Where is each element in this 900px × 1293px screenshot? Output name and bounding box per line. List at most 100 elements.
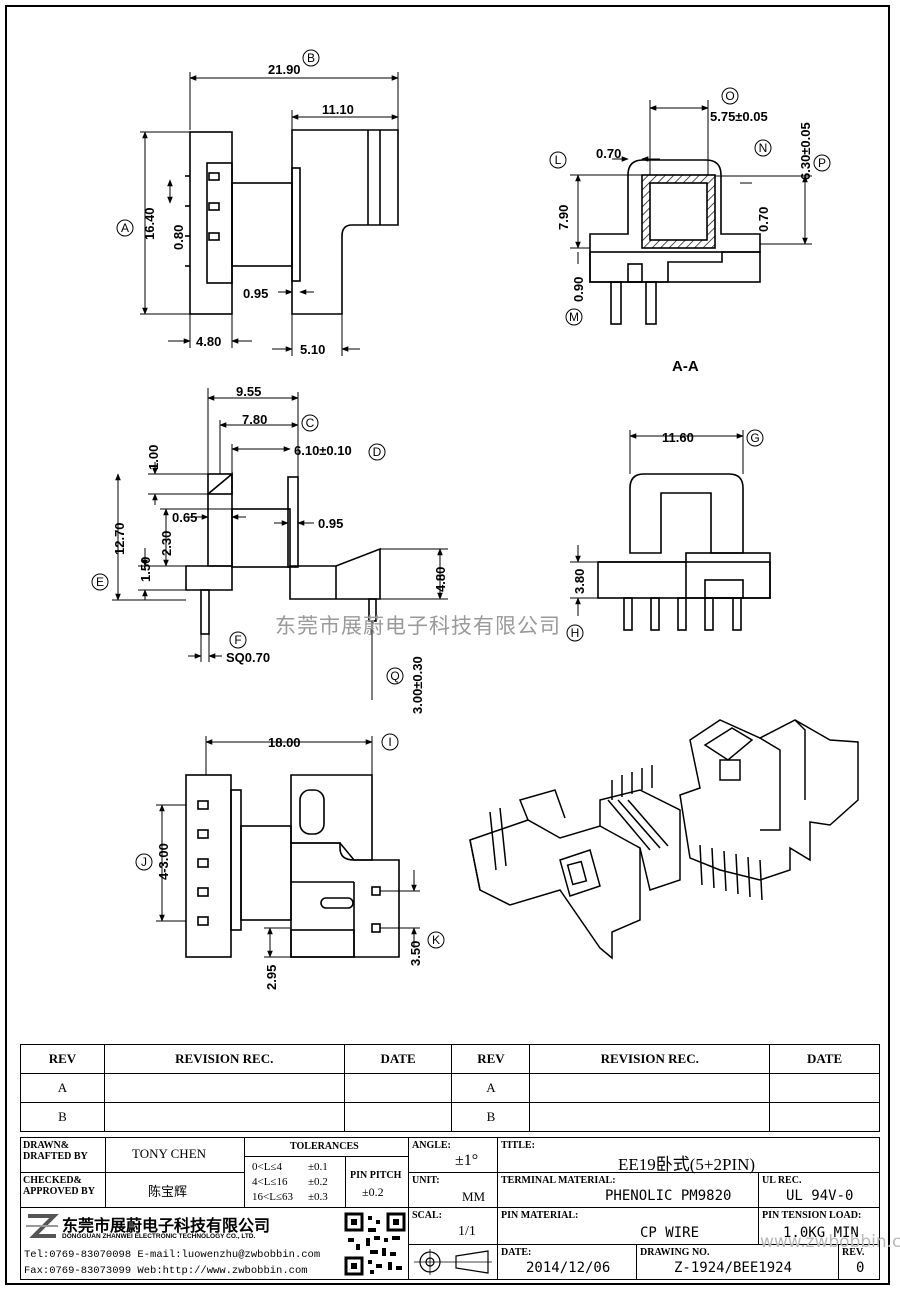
revision-table: REV REVISION REC. DATE REV REVISION REC.… [20,1044,880,1132]
marker-m: M [565,308,583,326]
dim-0-80: 0.80 [171,225,186,250]
technical-drawing: 21.90 11.10 16.40 0.80 0.95 4.80 5.10 5.… [91,49,859,990]
marker-l: L [549,151,567,169]
rev-cell: A [451,1073,531,1103]
watermark-text: 东莞市展蔚电子科技有限公司 [275,614,561,638]
table-row: A A [20,1073,880,1103]
revision-rec-header: REVISION REC. [103,1044,345,1074]
dim-5-75: 5.75±0.05 [710,109,768,124]
svg-text:F: F [234,633,241,647]
revision-rec-header-2: REVISION REC. [529,1044,771,1074]
title-caption: TITLE: [501,1140,535,1151]
marker-q: Q [386,667,404,685]
dim-4x3-00: 4-3.00 [156,843,171,880]
svg-text:A: A [121,221,129,235]
dim-11-60: 11.60 [662,430,694,445]
svg-text:B: B [307,51,315,65]
web-watermark: www.zwbobbin.com [760,1232,900,1252]
marker-k: K [427,931,445,949]
ul-value: UL 94V-0 [786,1188,854,1204]
unit-caption: UNIT: [412,1175,440,1186]
rev-rec-cell [103,1073,345,1103]
scale-caption: SCAL: [412,1210,443,1221]
ul-caption: UL REC. [762,1175,802,1186]
pin-tension-caption: PIN TENSION LOAD: [762,1210,862,1221]
table-row: B B [20,1102,880,1132]
svg-text:L: L [555,153,562,167]
drawn-caption: DRAWN& DRAFTED BY [23,1140,88,1162]
dim-0-65: 0.65 [172,510,197,525]
marker-o: O [721,87,739,105]
tolerance-value-2: ±0.2 [308,1176,328,1188]
dim-0-70-left: 0.70 [596,146,621,161]
tolerance-value-3: ±0.3 [308,1191,328,1203]
marker-p: P [813,154,831,172]
marker-b: B [302,49,320,67]
dim-5-10: 5.10 [300,342,325,357]
view-front [140,72,399,356]
checked-value: 陈宝辉 [148,1184,188,1199]
rev-caption: REV. [842,1247,865,1258]
dim-3-50: 3.50 [408,941,423,966]
rev-date-cell [769,1102,880,1132]
view-isometric [469,719,859,960]
view-top [156,736,420,958]
dim-11-10: 11.10 [322,102,354,117]
marker-i: I [381,733,399,751]
svg-text:J: J [141,855,147,869]
pin-tension-value: 1.0KG MIN [783,1225,859,1241]
view-section-aa [570,100,812,325]
marker-j: J [135,853,153,871]
angle-value: ±1° [455,1152,479,1169]
rev-rec-cell [529,1073,771,1103]
pin-pitch-value: ±0.2 [362,1185,384,1199]
svg-text:N: N [759,141,768,155]
date-header: DATE [343,1044,453,1074]
dim-4-80-side: 4.80 [433,567,448,592]
drawing-frame [5,5,890,1285]
dim-4-80: 4.80 [196,334,221,349]
company-name-en: DONGGUAN ZHANWEI ELECTRONIC TECHNOLOGY C… [62,1233,256,1240]
company-name-cn: 东莞市展蔚电子科技有限公司 [62,1216,271,1235]
section-label: A-A [672,358,699,375]
terminal-material-caption: TERMINAL MATERIAL: [501,1175,616,1186]
company-logo-icon [26,1214,59,1238]
dim-1-50: 1.50 [138,557,153,582]
dim-0-95-side: 0.95 [318,516,343,531]
dim-7-90: 7.90 [556,205,571,230]
marker-g: G [746,429,764,447]
tolerance-range-1: 0<L≤4 [252,1161,282,1173]
dim-7-80: 7.80 [242,412,267,427]
date-value: 2014/12/06 [526,1260,611,1276]
dim-9-55: 9.55 [236,384,261,399]
svg-text:C: C [306,416,315,430]
dim-0-70-right: 0.70 [756,207,771,232]
pin-material-value: CP WIRE [640,1225,700,1241]
marker-d: D [368,443,386,461]
projection-symbol-icon [414,1249,492,1275]
rev-rec-cell [529,1102,771,1132]
dim-2-95: 2.95 [264,965,279,990]
rev-value: 0 [856,1260,865,1276]
terminal-material-value: PHENOLIC PM9820 [605,1188,732,1204]
rev-date-cell [343,1073,453,1103]
drawn-value: TONY CHEN [132,1146,207,1161]
drawing-no-value: Z-1924/BEE1924 [674,1260,793,1276]
drawing-no-caption: DRAWING NO. [640,1247,710,1258]
dim-16-40: 16.40 [142,207,157,240]
dim-18-00: 18.00 [268,735,301,750]
qr-code-icon [344,1212,406,1276]
dim-0-95: 0.95 [243,286,268,301]
date-caption: DATE: [501,1247,532,1258]
tolerance-value-1: ±0.1 [308,1161,328,1173]
view-side [112,388,448,700]
tolerances-caption: TOLERANCES [290,1141,359,1152]
svg-text:I: I [388,735,391,749]
svg-text:E: E [96,575,104,589]
dim-3-00: 3.00±0.30 [410,656,425,714]
dim-6-30: 6.30±0.05 [798,122,813,180]
dim-6-10: 6.10±0.10 [294,443,352,458]
marker-a: A [116,219,134,237]
company-fax: Fax:0769-83073099 Web:http://www.zwbobbi… [24,1265,308,1277]
company-tel: Tel:0769-83070098 E-mail:luowenzhu@zwbob… [24,1249,321,1261]
